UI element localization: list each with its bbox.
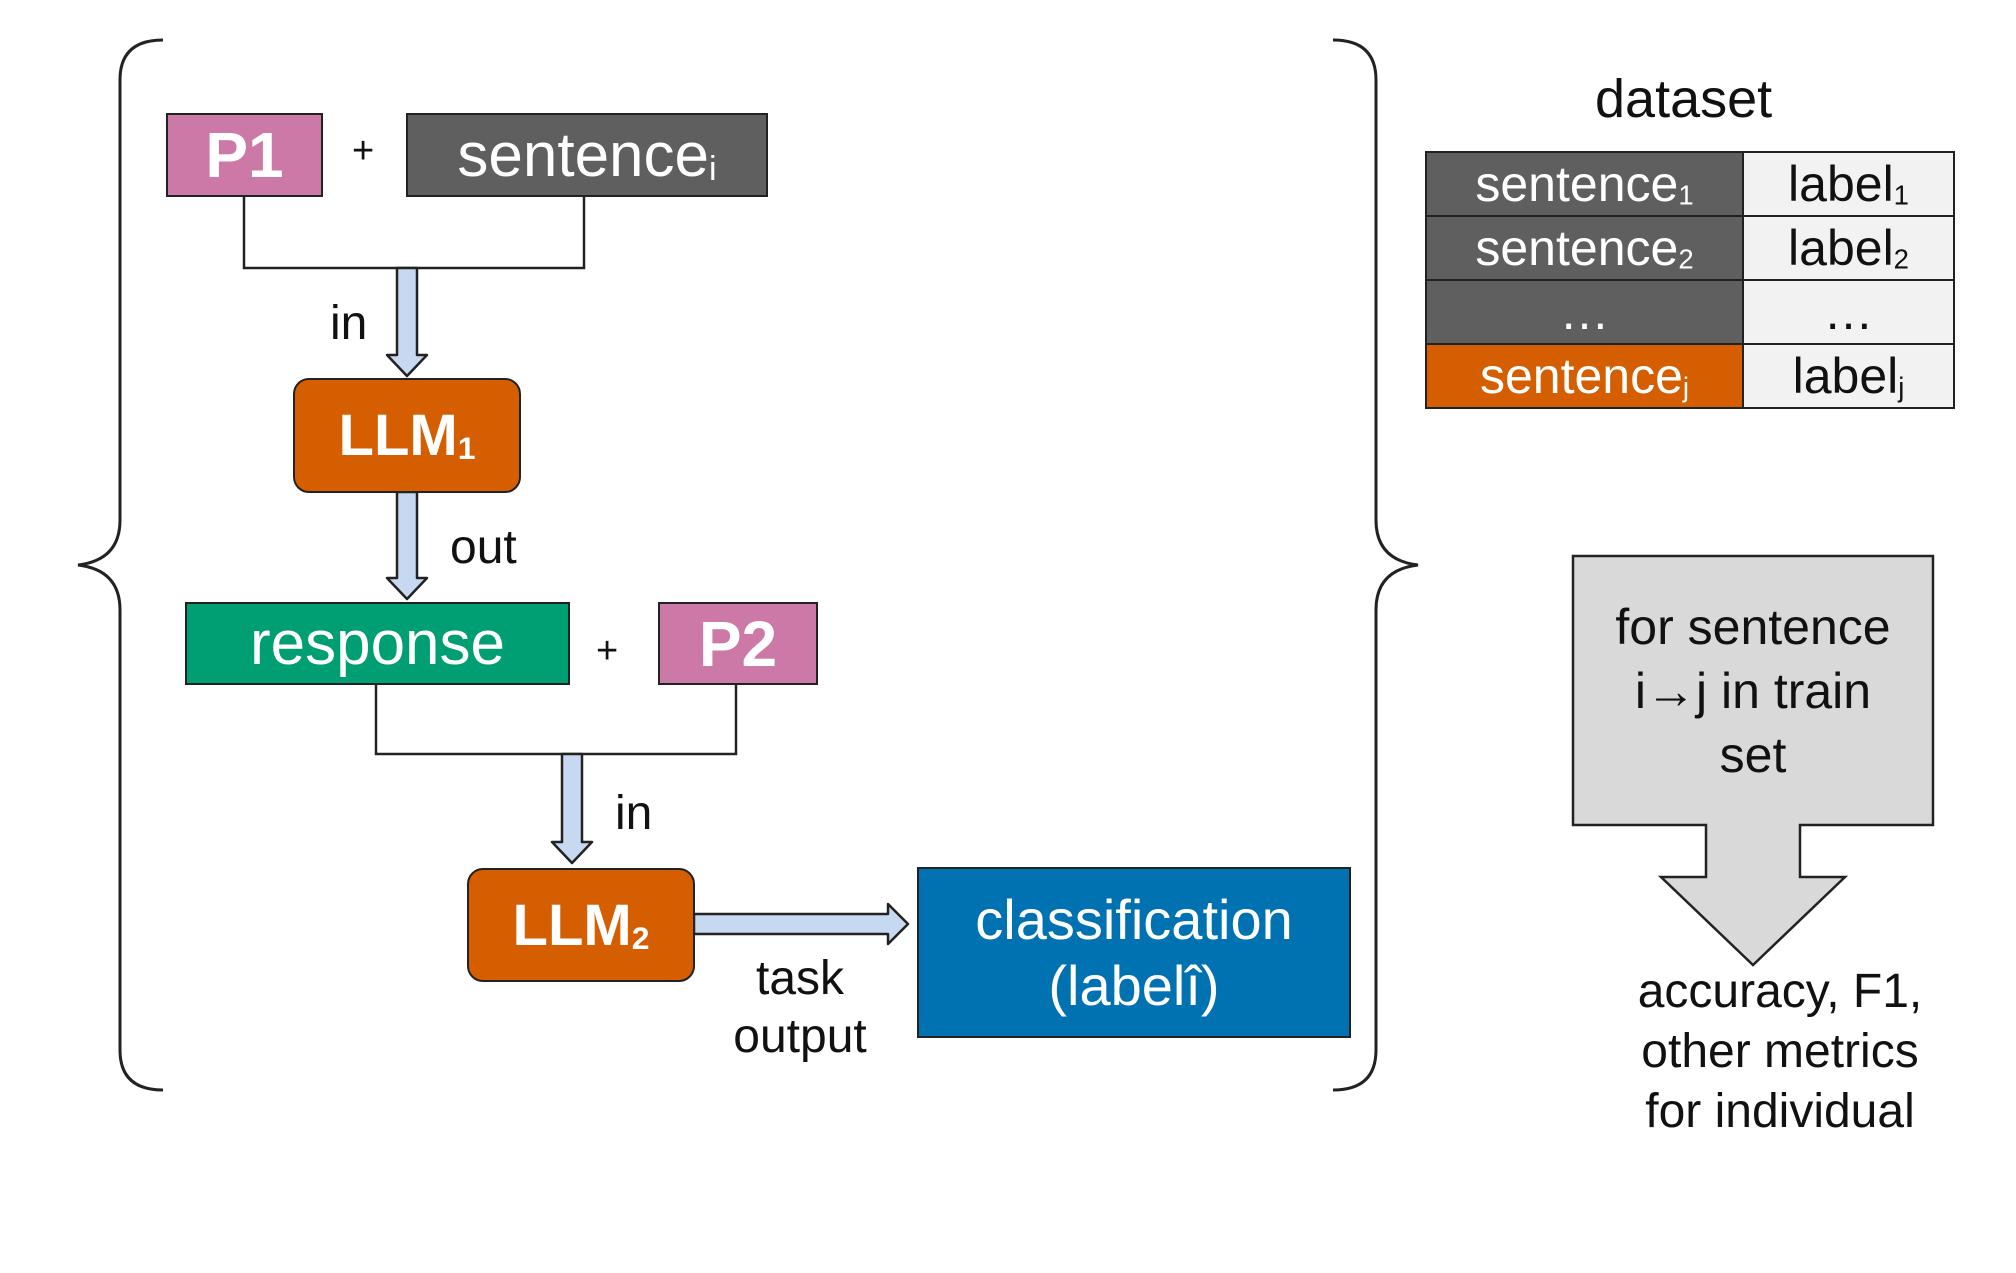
p2-box: P2 xyxy=(658,602,818,685)
response-label: response xyxy=(249,609,506,678)
plus-sign-1: + xyxy=(352,130,375,172)
p1-label: P1 xyxy=(205,119,284,191)
out-label: out xyxy=(450,521,517,574)
classification-line-2: (labelî) xyxy=(1048,953,1220,1017)
connector-input-1 xyxy=(242,196,586,270)
arrow-task-output xyxy=(692,902,910,946)
dataset-row-2-label: label2 xyxy=(1742,215,1955,281)
loop-line-2: i→j in train xyxy=(1634,663,1872,719)
loop-label: for sentence i→j in train set xyxy=(1573,595,1933,787)
task-output-line-2: output xyxy=(733,1010,867,1063)
dataset-row-3-label: … xyxy=(1742,279,1955,345)
arrow-out xyxy=(385,490,429,601)
connector-input-2 xyxy=(374,683,738,756)
task-output-label: task output xyxy=(718,950,882,1066)
metrics-line-2: other metrics xyxy=(1641,1025,1919,1078)
llm1-label: LLM1 xyxy=(338,403,476,468)
in-label-2: in xyxy=(615,787,653,840)
loop-arrow-shape xyxy=(1571,554,1935,967)
loop-line-1: for sentence xyxy=(1615,599,1891,655)
dataset-row-1-label: label1 xyxy=(1742,151,1955,217)
dataset-table: sentence1 label1 sentence2 label2 … … se… xyxy=(1425,151,1955,411)
p1-box: P1 xyxy=(166,113,323,197)
dataset-row-1-sentence: sentence1 xyxy=(1425,151,1744,217)
left-brace xyxy=(77,38,164,1092)
dataset-row-4-sentence: sentencej xyxy=(1425,343,1744,409)
dataset-row-4-label: labelj xyxy=(1742,343,1955,409)
dataset-title: dataset xyxy=(1595,69,1773,129)
llm2-label: LLM2 xyxy=(512,892,650,958)
task-output-line-1: task xyxy=(755,952,845,1005)
right-brace xyxy=(1332,38,1419,1092)
metrics-label: accuracy, F1, other metrics for individu… xyxy=(1560,962,2000,1142)
llm1-box: LLM1 xyxy=(293,378,521,493)
dataset-row-3-sentence: … xyxy=(1425,279,1744,345)
llm2-box: LLM2 xyxy=(467,868,695,982)
response-box: response xyxy=(185,602,570,685)
sentence-i-label: sentencei xyxy=(457,120,717,190)
metrics-line-3: for individual xyxy=(1645,1085,1915,1138)
metrics-line-1: accuracy, F1, xyxy=(1637,965,1923,1018)
loop-line-3: set xyxy=(1719,727,1787,783)
p2-label: P2 xyxy=(698,607,778,680)
classification-box: classification (labelî) xyxy=(917,867,1351,1038)
plus-sign-2: + xyxy=(596,630,619,672)
arrow-in-1 xyxy=(385,266,429,378)
arrow-in-2 xyxy=(550,752,594,865)
in-label-1: in xyxy=(330,297,368,350)
classification-line-1: classification xyxy=(975,887,1293,951)
dataset-row-2-sentence: sentence2 xyxy=(1425,215,1744,281)
sentence-i-box: sentencei xyxy=(406,113,768,197)
